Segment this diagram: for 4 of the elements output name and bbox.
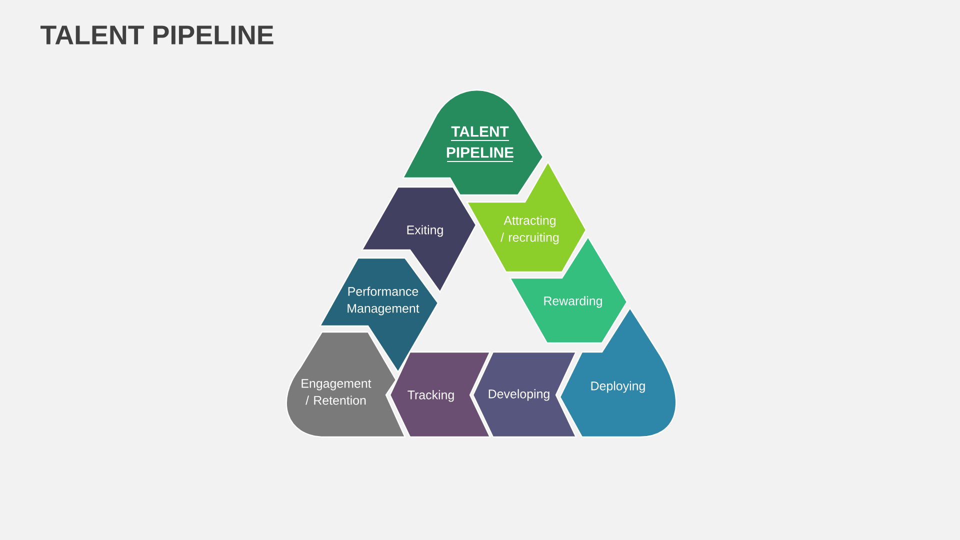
slide-title: TALENT PIPELINE (40, 26, 274, 44)
chevron-segment: Engagement / Retention (286, 331, 406, 438)
chevron-segment: Developing (472, 351, 577, 438)
chevron-segment: Deploying (559, 307, 677, 438)
